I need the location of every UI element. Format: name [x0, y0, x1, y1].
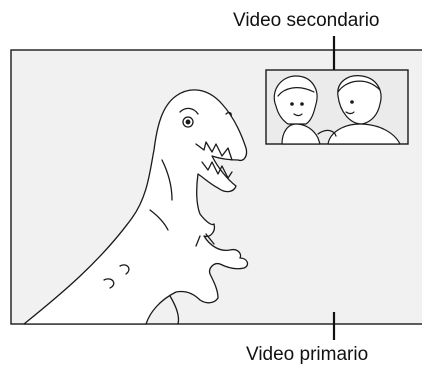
secondary-video-label: Video secondario — [233, 10, 380, 31]
primary-video-label: Video primario — [246, 344, 369, 365]
couple-illustration — [273, 75, 401, 145]
dinosaur-illustration — [23, 89, 249, 325]
